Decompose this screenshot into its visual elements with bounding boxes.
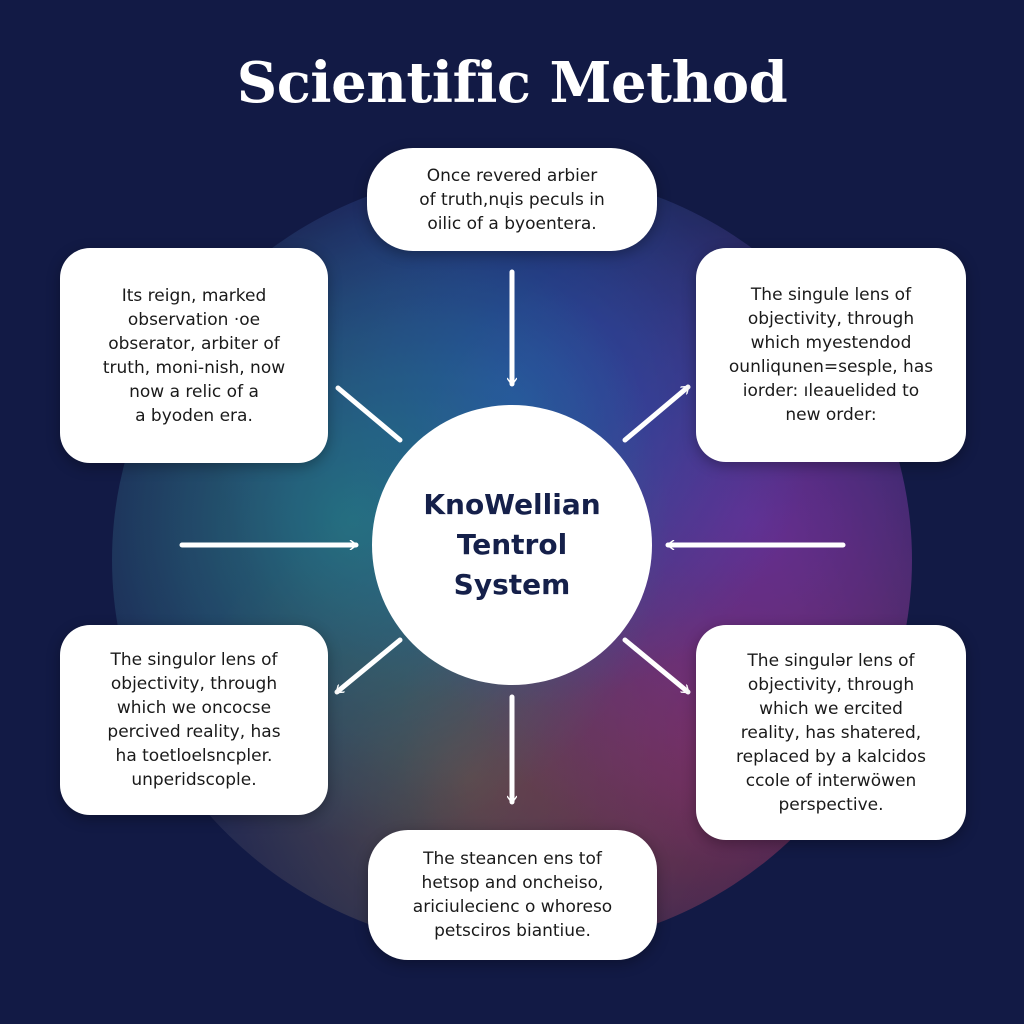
node-text-line: The singulor lens of — [110, 650, 278, 670]
node-upper-left: Its reign, marked observation ·oe obsera… — [60, 248, 328, 463]
arrow-lower-left — [334, 637, 403, 695]
node-text-line: which we oncocse — [116, 698, 272, 718]
center-label-line: System — [453, 568, 571, 601]
node-text-line: which we ercited — [759, 698, 903, 719]
node-text-line: petsciros biantiue. — [434, 921, 591, 941]
node-text-line: which myestendod — [750, 333, 912, 353]
node-text-line: unperidscople. — [131, 770, 257, 790]
node-text-line: now a relic of a — [129, 381, 259, 402]
node-text-line: objectivity, through — [747, 309, 915, 329]
node-lower-right: The singulər lens of objectivity, throug… — [696, 625, 966, 840]
node-text-line: The singule lens of — [750, 285, 912, 305]
node-text-line: new order: — [785, 405, 877, 425]
node-text-line: Its reign, marked — [121, 285, 267, 306]
node-text-line: obserator, arbiter of — [108, 333, 280, 354]
node-text-line: replaced by a kalcidos — [736, 746, 926, 767]
node-text-line: The steancen ens tof — [423, 849, 602, 869]
node-text-line: ccole of interwöwen — [745, 770, 917, 791]
node-text-line: a byoden era. — [135, 405, 253, 426]
page-title: Scientific Method — [236, 50, 788, 116]
node-text-line: perspective. — [778, 794, 884, 815]
node-text-line: oilic of a byoentera. — [427, 213, 597, 234]
node-text-line: Once revered arbier — [426, 165, 598, 186]
arrow-upper-right — [622, 384, 691, 443]
connector-upper-left — [335, 385, 403, 443]
node-text-line: hetsop and oncheiso, — [421, 873, 604, 893]
node-text-line: iorder: ıleauelided to — [742, 381, 920, 401]
center-label-line: Tentrol — [456, 528, 568, 561]
node-text-line: of truth,nųis peculs in — [419, 189, 605, 210]
node-upper-right: The singule lens of objectivity, through… — [696, 248, 966, 462]
node-text-line: objectivity, through — [110, 674, 278, 694]
node-text-line: reality, has shatered, — [740, 722, 922, 743]
center-node: KnoWellian Tentrol System — [372, 405, 652, 685]
node-lower-left: The singulor lens of objectivity, throug… — [60, 625, 328, 815]
node-top: Once revered arbier of truth,nųis peculs… — [367, 148, 657, 251]
node-text-line: percived reality, has — [107, 722, 281, 742]
arrow-lower-right — [622, 637, 691, 695]
node-text-line: The singulər lens of — [747, 650, 915, 671]
node-text-line: truth, moni-nish, now — [102, 357, 286, 378]
node-text-line: ounliqunen=sesple, has — [728, 357, 934, 377]
node-text-line: ariciulecienc o whoreso — [412, 897, 613, 917]
center-label-line: KnoWellian — [423, 488, 601, 521]
node-text-line: objectivity, through — [747, 674, 915, 695]
node-bottom: The steancen ens tof hetsop and oncheiso… — [368, 830, 657, 960]
node-text-line: ha toetloelsncpler. — [115, 746, 273, 766]
node-text-line: observation ·oe — [127, 309, 261, 330]
